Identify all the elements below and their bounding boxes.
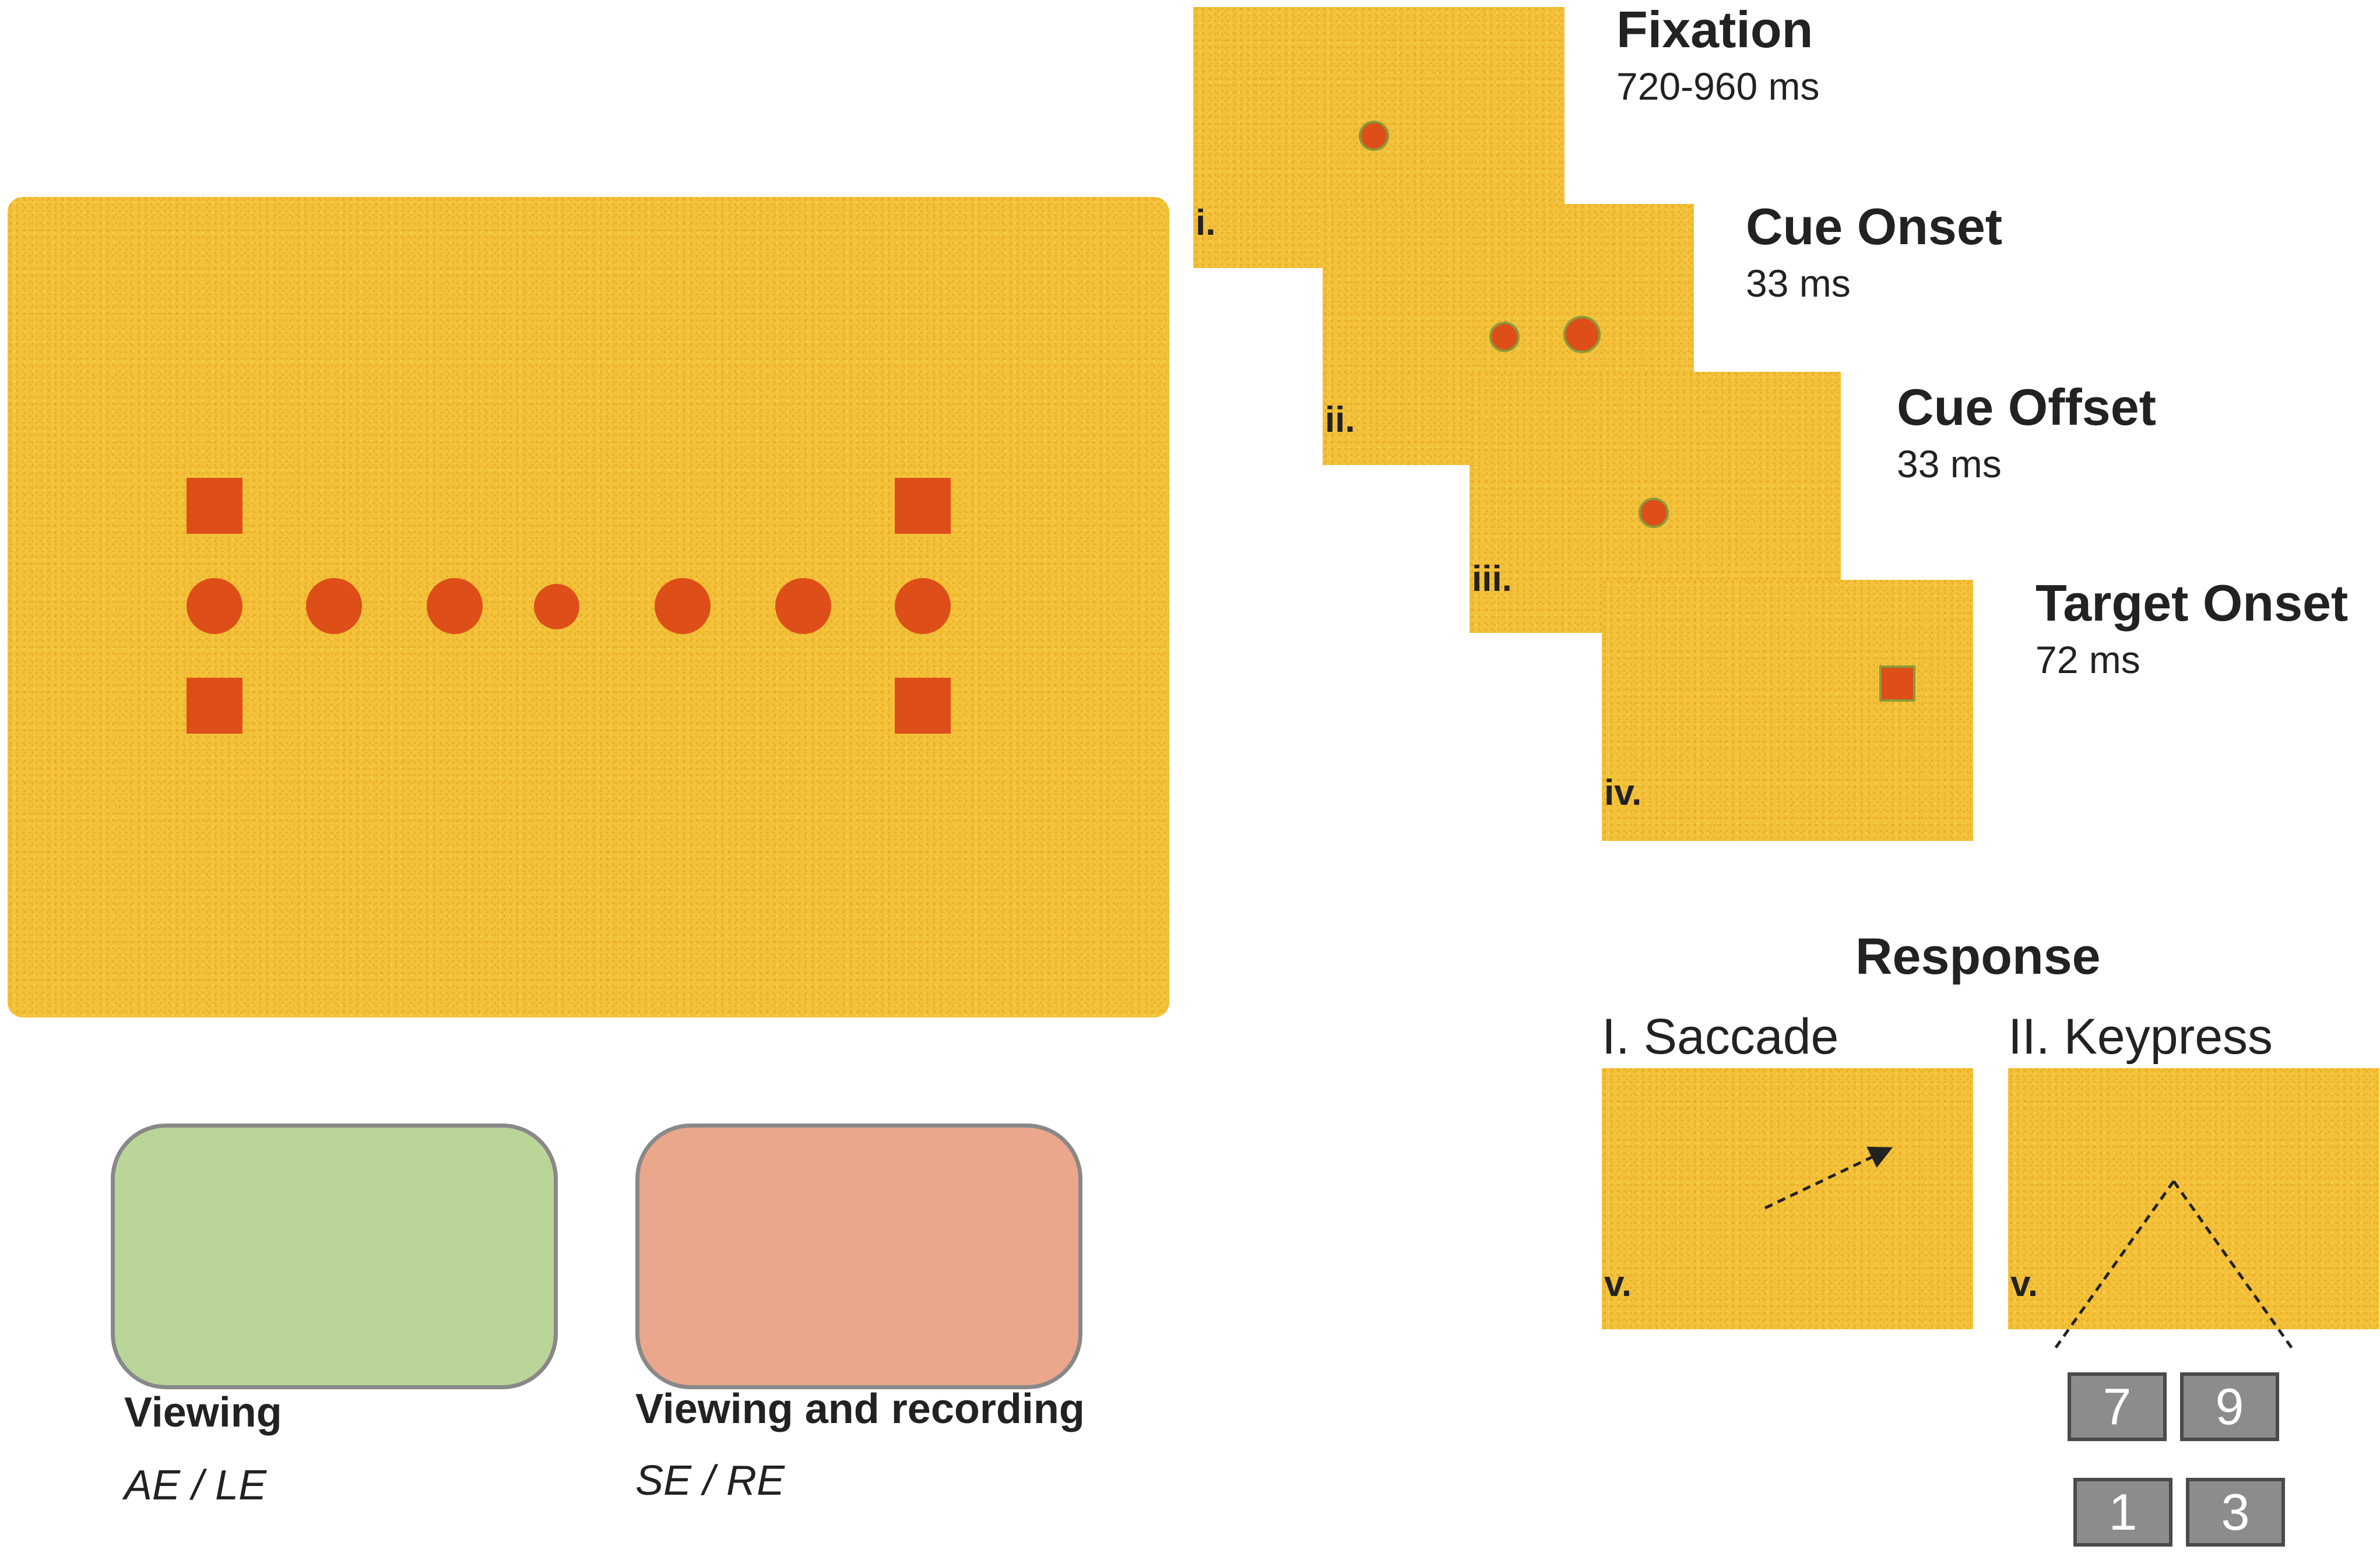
stage-cue-onset-text: Cue Onset 33 ms — [1746, 197, 2002, 305]
legend-recording-swatch — [635, 1124, 1082, 1389]
frame-target-onset: iv. — [1602, 580, 1973, 841]
keypress-label: II. Keypress — [2008, 1009, 2273, 1065]
cue-dot — [1563, 316, 1601, 353]
stage-duration: 33 ms — [1897, 442, 2002, 485]
fixation-circle — [534, 584, 579, 629]
placeholder-circle — [655, 578, 711, 634]
placeholder-circle — [427, 578, 483, 634]
square-marker-bottom-right — [895, 678, 951, 734]
frame-numeral: ii. — [1325, 400, 1355, 440]
fixation-dot — [1359, 121, 1389, 151]
fixation-dot — [1639, 498, 1669, 528]
response-heading: Response — [1855, 927, 2101, 985]
frame-numeral: iii. — [1472, 559, 1512, 599]
target-square — [1879, 665, 1915, 702]
key-7: 7 — [2068, 1372, 2167, 1441]
stage-fixation-text: Fixation 720-960 ms — [1616, 0, 1820, 108]
placeholder-circle — [187, 578, 242, 634]
legend-recording-title: Viewing and recording — [635, 1386, 1085, 1432]
legend-viewing-swatch — [111, 1124, 558, 1389]
stage-title: Cue Onset — [1746, 198, 2003, 255]
legend-viewing-subtitle: AE / LE — [124, 1462, 267, 1509]
stage-duration: 72 ms — [2036, 638, 2140, 681]
legend-recording-subtitle: SE / RE — [635, 1457, 785, 1504]
key-1: 1 — [2073, 1478, 2172, 1547]
stage-title: Fixation — [1616, 1, 1813, 58]
key-3: 3 — [2186, 1478, 2285, 1547]
stage-title: Cue Offset — [1897, 378, 2156, 436]
saccade-arrow-icon — [1764, 1146, 1893, 1210]
frame-numeral: v. — [2010, 1264, 2038, 1304]
frame-saccade-response: v. — [1602, 1068, 1973, 1329]
legend-viewing-title: Viewing — [124, 1389, 282, 1436]
square-marker-top-right — [895, 478, 951, 534]
frame-numeral: i. — [1196, 203, 1216, 243]
stage-target-onset-text: Target Onset 72 ms — [2036, 573, 2348, 682]
placeholder-circle — [306, 578, 362, 634]
stage-cue-offset-text: Cue Offset 33 ms — [1897, 378, 2156, 486]
saccade-label: I. Saccade — [1602, 1009, 1839, 1065]
stage-title: Target Onset — [2036, 574, 2349, 632]
key-9: 9 — [2180, 1372, 2279, 1441]
stimulus-display — [8, 197, 1169, 1017]
frame-numeral: iv. — [1604, 773, 1642, 813]
placeholder-circle — [895, 578, 951, 634]
stage-duration: 33 ms — [1746, 262, 1851, 305]
frame-fixation: i. — [1193, 7, 1565, 268]
square-marker-top-left — [187, 478, 242, 534]
fixation-dot — [1489, 322, 1520, 352]
square-marker-bottom-left — [187, 678, 242, 734]
frame-numeral: v. — [1604, 1264, 1632, 1304]
placeholder-circle — [775, 578, 831, 634]
frame-keypress-response: v. — [2008, 1068, 2379, 1329]
stage-duration: 720-960 ms — [1616, 65, 1820, 108]
